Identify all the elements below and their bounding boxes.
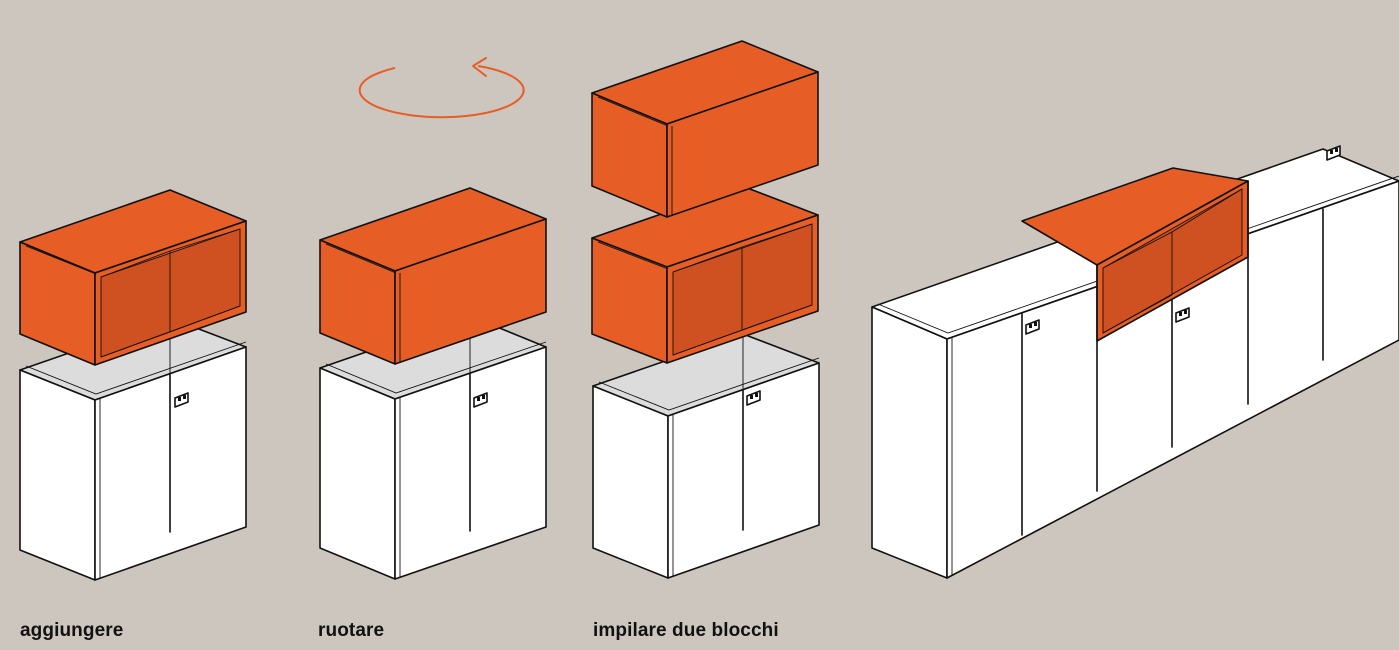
base-cabinet: [592, 333, 820, 579]
caption-add: aggiungere: [20, 620, 124, 641]
caption-rotate: ruotare: [318, 620, 385, 641]
orange-open-module: [19, 189, 247, 366]
panel-add: [19, 189, 247, 581]
panel-rotate: [319, 57, 547, 580]
caption-stack: impilare due blocchi: [593, 620, 779, 641]
panel-stack: [591, 40, 820, 579]
base-cabinet: [319, 315, 547, 580]
lock-icon: [1326, 145, 1341, 161]
panel-composition: [871, 145, 1399, 579]
lock-icon: [174, 392, 189, 408]
lock-icon: [473, 392, 488, 408]
base-cabinet: [19, 317, 247, 581]
lock-icon: [1025, 319, 1040, 335]
orange-open-niche: [1096, 180, 1249, 342]
rotate-arrow-icon: [358, 57, 525, 119]
orange-open-module: [591, 185, 819, 364]
orange-closed-module: [319, 187, 547, 365]
lock-icon: [1175, 307, 1190, 323]
orange-closed-module: [591, 40, 819, 218]
lock-icon: [746, 390, 761, 406]
